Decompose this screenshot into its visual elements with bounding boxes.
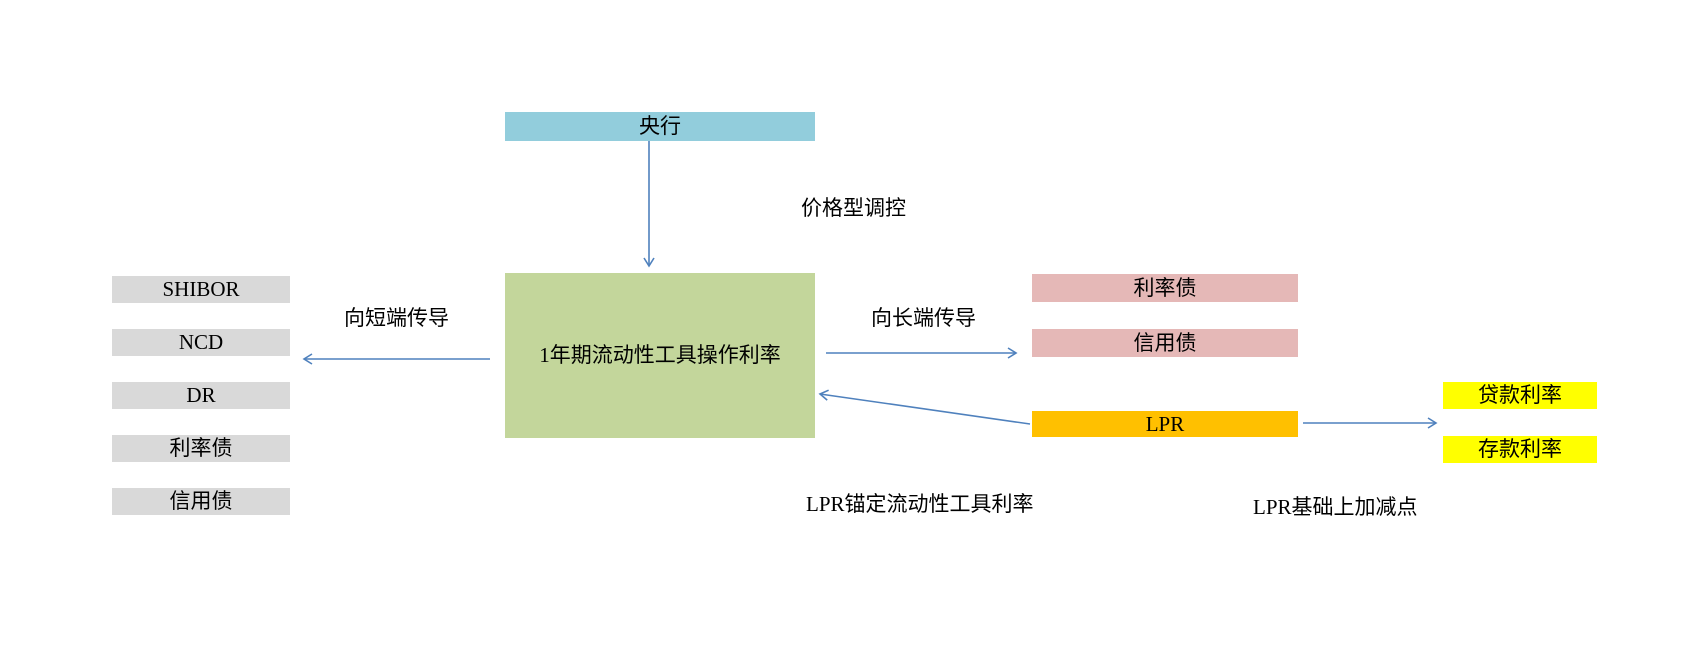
node-lpr: LPR (1032, 411, 1298, 437)
node-shibor: SHIBOR (112, 276, 290, 303)
node-ncd: NCD (112, 329, 290, 356)
label-lpr-anchor: LPR锚定流动性工具利率 (806, 492, 1034, 516)
node-rates-bond-left: 利率债 (112, 435, 290, 462)
label-long-transmission: 向长端传导 (871, 306, 976, 330)
node-policy-rate: 1年期流动性工具操作利率 (505, 273, 815, 438)
arrow-lpr-to-policyrate (818, 389, 1031, 425)
node-credit-bond-right: 信用债 (1032, 329, 1298, 357)
node-rates-bond-right: 利率债 (1032, 274, 1298, 302)
label-price-control: 价格型调控 (801, 196, 906, 220)
node-central-bank: 央行 (505, 112, 815, 141)
node-credit-bond-left: 信用债 (112, 488, 290, 515)
node-loan-rate: 贷款利率 (1443, 382, 1597, 409)
label-lpr-spread: LPR基础上加减点 (1253, 495, 1418, 519)
node-deposit-rate: 存款利率 (1443, 436, 1597, 463)
node-dr: DR (112, 382, 290, 409)
label-short-transmission: 向短端传导 (344, 306, 449, 330)
